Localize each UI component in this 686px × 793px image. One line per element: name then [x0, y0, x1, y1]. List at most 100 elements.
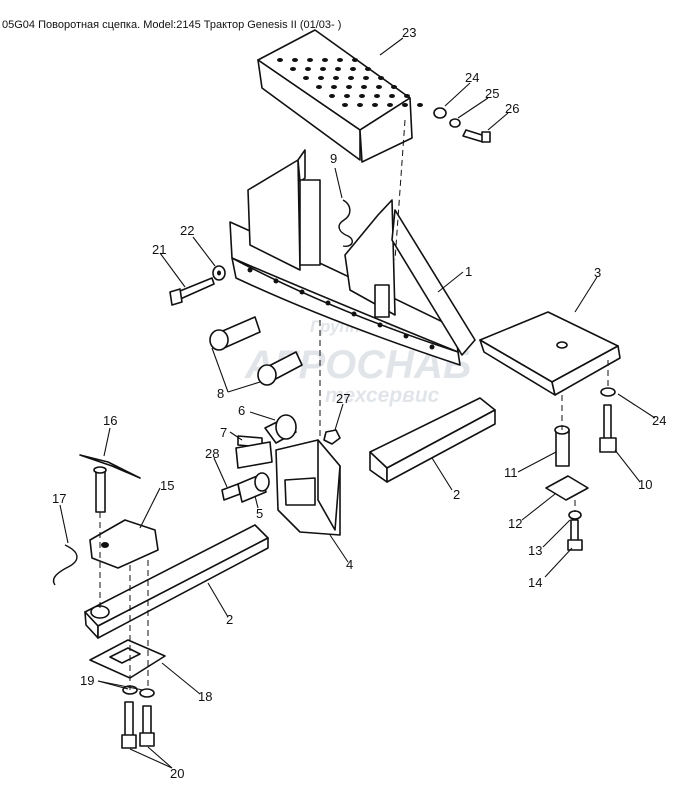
frame-hole	[247, 267, 253, 273]
callout-22: 22	[180, 223, 194, 238]
callout-14: 14	[528, 575, 542, 590]
step-plate-hole	[346, 85, 352, 89]
step-plate-hole	[303, 76, 309, 80]
part-4-hitch-bracket	[275, 439, 341, 536]
step-plate-hole	[352, 58, 358, 62]
step-plate-hole	[320, 67, 326, 71]
part-15-block	[89, 519, 159, 569]
frame-hole	[273, 278, 279, 284]
callout-24-right: 24	[652, 413, 666, 428]
frame-hole	[403, 333, 409, 339]
callout-28: 28	[205, 446, 219, 461]
step-plate-hole	[374, 94, 380, 98]
step-plate-hole	[359, 94, 365, 98]
callout-20: 20	[170, 766, 184, 781]
callout-16: 16	[103, 413, 117, 428]
step-plate-hole	[337, 58, 343, 62]
step-plate-hole	[348, 76, 354, 80]
step-plate-hole	[307, 58, 313, 62]
step-plate-hole	[277, 58, 283, 62]
part-23-step-plate	[257, 29, 423, 163]
step-plate-hole	[335, 67, 341, 71]
callout-21: 21	[152, 242, 166, 257]
step-plate-hole	[378, 76, 384, 80]
step-plate-hole	[372, 103, 378, 107]
part-13-washer	[568, 510, 582, 520]
callout-12: 12	[508, 516, 522, 531]
part-8-pins	[209, 316, 303, 386]
callout-27: 27	[336, 391, 350, 406]
part-18-plate	[89, 639, 166, 679]
step-plate-hole	[363, 76, 369, 80]
callout-4: 4	[346, 557, 353, 572]
step-plate-hole	[389, 94, 395, 98]
callout-8: 8	[217, 386, 224, 401]
callout-1: 1	[465, 264, 472, 279]
callout-19: 19	[80, 673, 94, 688]
part-16-pin	[79, 454, 141, 513]
step-plate-hole	[331, 85, 337, 89]
part-17-clip	[52, 544, 78, 586]
callout-2-left: 2	[226, 612, 233, 627]
frame-hole	[299, 289, 305, 295]
callout-26: 26	[505, 101, 519, 116]
step-plate-hole	[316, 85, 322, 89]
assembly-centerlines	[99, 119, 609, 690]
callout-17: 17	[52, 491, 66, 506]
part-1-drawbar-frame	[229, 149, 476, 366]
step-plate-hole	[305, 67, 311, 71]
step-plate-hole	[342, 103, 348, 107]
callout-9: 9	[330, 151, 337, 166]
frame-hole	[377, 322, 383, 328]
callout-10: 10	[638, 477, 652, 492]
step-plate-hole	[329, 94, 335, 98]
step-plate-hole	[387, 103, 393, 107]
part-20-bolts	[121, 701, 155, 749]
callout-labels: 23 24 25 26 9 21 22 1 3 8 6 27 7 28 5 24…	[52, 25, 666, 781]
diagram-title: 05G04 Поворотная сцепка. Model:2145 Трак…	[2, 19, 342, 31]
step-plate-hole	[402, 103, 408, 107]
watermark-line3: техсервис	[325, 384, 440, 407]
step-plate-hole	[290, 67, 296, 71]
part-10-bolt	[599, 404, 617, 453]
frame-hole	[429, 344, 435, 350]
part-7-pin	[235, 435, 273, 469]
part-9-spring-clip	[338, 199, 353, 248]
step-plate-hole	[376, 85, 382, 89]
part-6-bushing	[264, 414, 297, 444]
step-plate-hole	[344, 94, 350, 98]
callout-13: 13	[528, 543, 542, 558]
part-2-bar-right	[369, 397, 496, 483]
part-5-bushing	[237, 472, 270, 503]
callout-6: 6	[238, 403, 245, 418]
frame-hole	[325, 300, 331, 306]
step-plate-hole	[365, 67, 371, 71]
part-14-bolt	[567, 519, 583, 551]
part-12-plate	[545, 475, 589, 501]
callout-3: 3	[594, 265, 601, 280]
part-24-25-26-top-hardware	[433, 107, 491, 143]
callout-7: 7	[220, 425, 227, 440]
step-plate-hole	[357, 103, 363, 107]
callout-25: 25	[485, 86, 499, 101]
part-19-washers	[122, 685, 155, 698]
leader-lines	[59, 37, 656, 769]
part-28-fitting	[221, 483, 241, 501]
callout-23: 23	[402, 25, 416, 40]
step-plate-hole	[350, 67, 356, 71]
callout-2-right: 2	[453, 487, 460, 502]
callout-15: 15	[160, 478, 174, 493]
callout-5: 5	[256, 506, 263, 521]
step-plate-hole	[391, 85, 397, 89]
callout-24-top: 24	[465, 70, 479, 85]
step-plate-hole	[292, 58, 298, 62]
part-11-pin	[554, 425, 570, 467]
part-2-drawbar	[84, 524, 269, 639]
step-plate-hole	[318, 76, 324, 80]
part-21-bolt	[169, 277, 215, 306]
callout-11: 11	[504, 465, 518, 480]
step-plate-hole	[417, 103, 423, 107]
part-22-washer	[212, 265, 226, 281]
part-24-washer	[600, 387, 616, 397]
